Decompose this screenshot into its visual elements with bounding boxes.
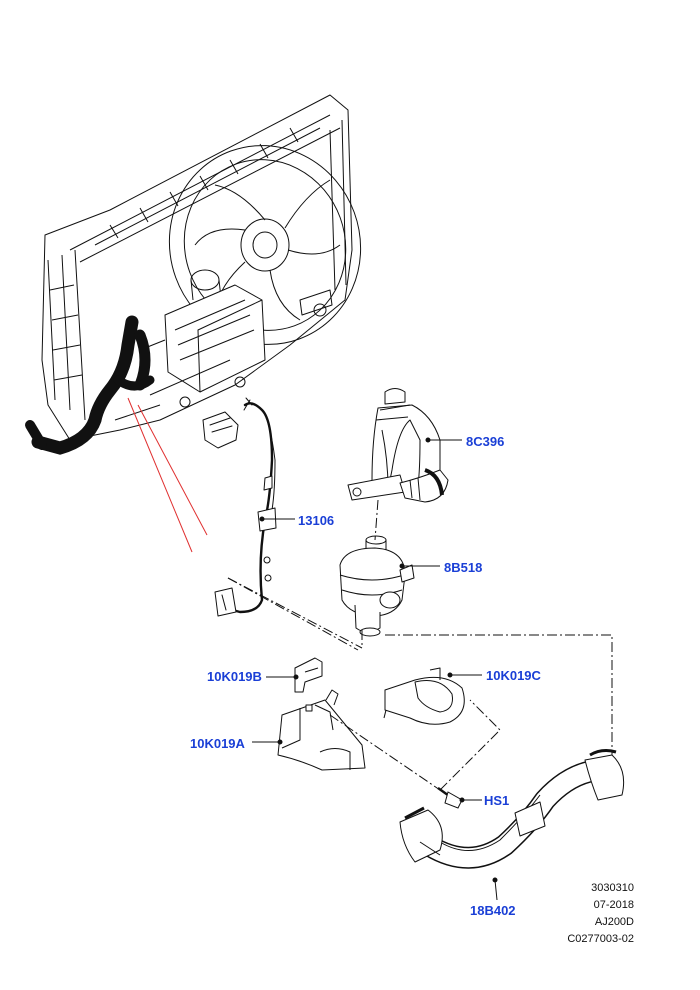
reference-model: AJ200D: [594, 916, 634, 928]
pointer-lines: [127, 397, 208, 553]
callout-8b518: 8B518: [444, 560, 483, 575]
leader-lines: [252, 437, 498, 901]
callout-hs1: HS1: [484, 793, 510, 808]
assembly-lines: [227, 499, 613, 791]
reference-id: C0277003-02: [567, 933, 634, 945]
callout-10k019a: 10K019A: [190, 736, 245, 751]
bolt: [437, 787, 463, 809]
bracket-c: [383, 667, 465, 725]
bracket-a: [277, 689, 366, 771]
wiring-harness: [202, 397, 277, 617]
highlighted-hoses: [25, 315, 155, 455]
upper-hose: [347, 388, 449, 503]
callout-10k019c: 10K019C: [486, 668, 541, 683]
radiator-assembly: [41, 94, 362, 441]
callout-18b402: 18B402: [470, 903, 516, 918]
water-pump: [339, 535, 415, 637]
callout-10k019b: 10K019B: [207, 669, 262, 684]
callout-13106: 13106: [298, 513, 335, 528]
lower-hose: [399, 749, 625, 869]
bracket-b: [294, 657, 323, 693]
reference-code: 3030310: [591, 882, 634, 894]
reference-date: 07-2018: [593, 899, 634, 911]
callout-8c396: 8C396: [466, 434, 505, 449]
reference-block: 3030310 07-2018 AJ200D C0277003-02: [567, 880, 634, 948]
